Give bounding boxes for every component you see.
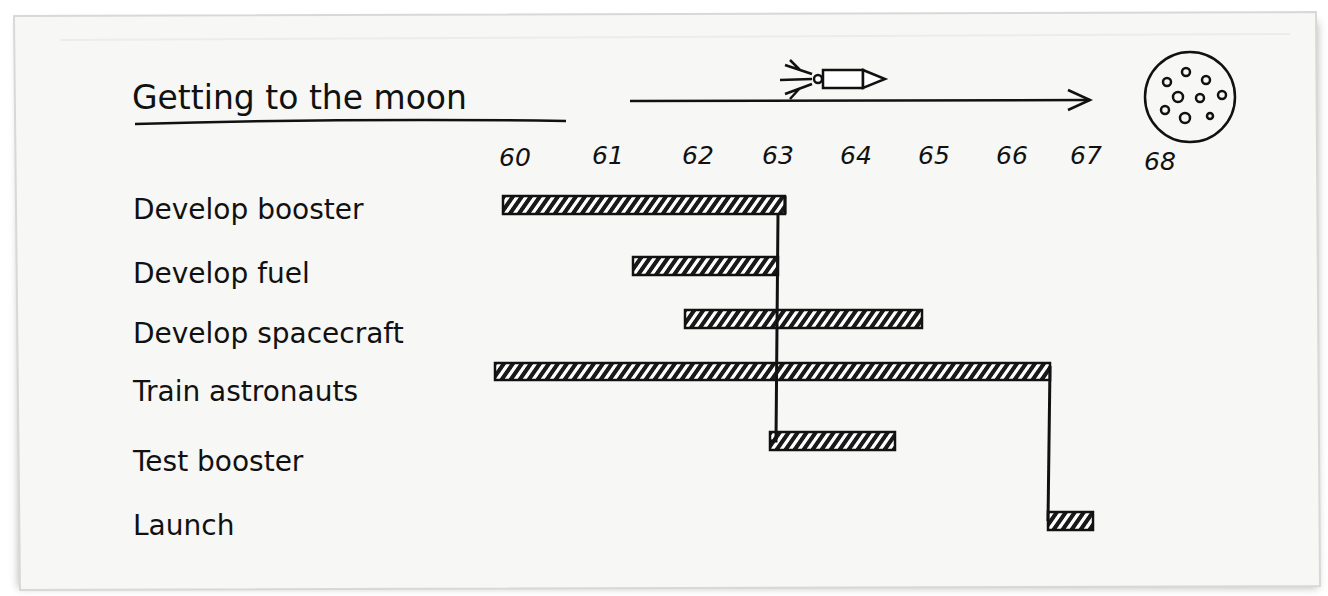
dependency-line [770, 196, 785, 441]
task-label: Test booster [133, 447, 303, 478]
moon-sketch [1145, 52, 1235, 142]
task-label: Launch [133, 511, 234, 542]
task-label: Develop fuel [133, 259, 310, 290]
bar [685, 310, 922, 328]
dependency-line [1048, 366, 1050, 521]
year-label: 60 [499, 144, 531, 172]
title-underline [135, 120, 566, 124]
year-label: 62 [682, 142, 714, 170]
year-label: 63 [762, 142, 794, 170]
timeline-arrow [630, 100, 1090, 101]
year-label: 68 [1144, 148, 1176, 176]
gantt-bars [495, 196, 1093, 530]
task-label: Develop booster [133, 195, 364, 226]
year-label: 67 [1070, 142, 1102, 170]
bar [633, 257, 778, 275]
year-label: 64 [840, 142, 872, 170]
bar [503, 196, 785, 214]
year-label: 65 [918, 142, 950, 170]
napkin-fold [60, 34, 1290, 40]
napkin [14, 12, 1320, 590]
bar [770, 432, 895, 450]
task-label: Develop spacecraft [133, 319, 404, 350]
chart-title: Getting to the moon [132, 80, 467, 116]
year-label: 61 [592, 142, 624, 170]
rocket-sketch [780, 60, 885, 99]
year-label: 66 [996, 142, 1028, 170]
bar [1048, 512, 1093, 530]
task-label: Train astronauts [133, 377, 358, 408]
bar [495, 363, 1050, 380]
arrow-head [1068, 90, 1090, 110]
